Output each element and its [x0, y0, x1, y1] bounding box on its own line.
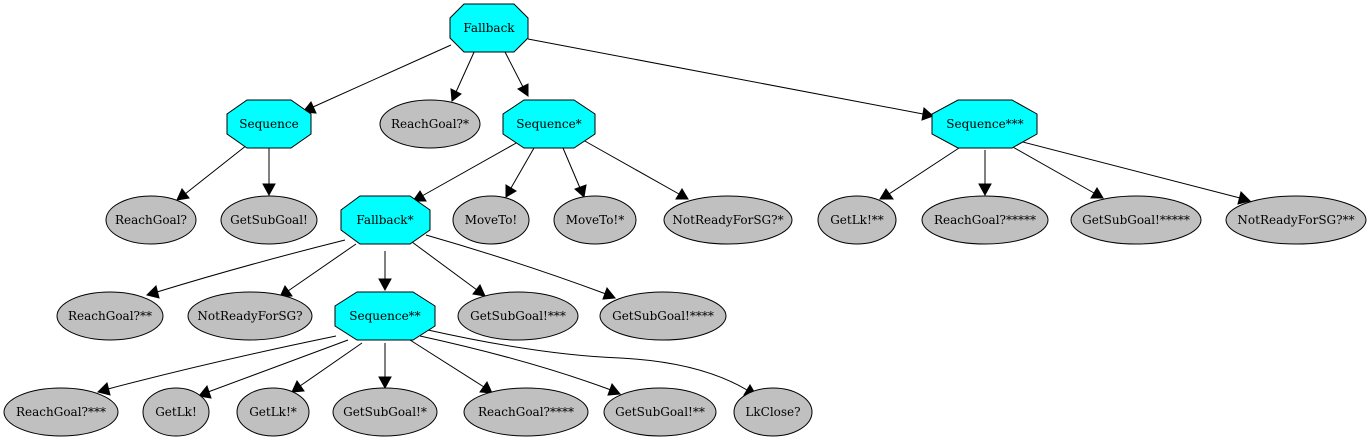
edge-sequence-3-to-getlk-2 [879, 147, 960, 200]
node-moveto-1[interactable]: MoveTo!* [553, 195, 637, 245]
node-label: ReachGoal?***** [934, 213, 1036, 227]
node-reachgoal-4[interactable]: ReachGoal?**** [463, 387, 589, 437]
edge-fallback-to-sequence-3 [527, 38, 934, 121]
node-getlk-1[interactable]: GetLk!* [236, 387, 310, 437]
node-sequence-2[interactable]: Sequence** [334, 291, 436, 341]
node-label: NotReadyForSG?* [672, 213, 783, 227]
node-getsubgoal-0[interactable]: GetSubGoal! [220, 195, 318, 245]
edge-sequence-1-to-moveto-1 [562, 147, 587, 198]
node-reachgoal-2[interactable]: ReachGoal?** [56, 291, 164, 341]
node-label: ReachGoal? [115, 213, 187, 227]
edge-sequence-2-to-reachgoal-4 [409, 339, 493, 394]
edge-fallback-1-to-sequence-2 [378, 251, 392, 292]
node-label: Fallback* [356, 213, 413, 227]
node-label: GetLk!* [249, 405, 297, 419]
edge-sequence-3-to-reachgoal-5 [978, 150, 992, 197]
node-sequence[interactable]: Sequence [226, 99, 312, 149]
edge-sequence-3-to-notready-2 [1014, 139, 1251, 205]
node-label: GetSubGoal!*** [470, 309, 566, 323]
edge-sequence-2-to-getsubgoal-2 [419, 335, 621, 396]
edge-sequence-to-getsubgoal [262, 148, 276, 197]
node-label: GetSubGoal!** [615, 405, 705, 419]
edge-sequence-1-to-notready-1 [582, 139, 689, 200]
node-label: ReachGoal?*** [16, 405, 106, 419]
edge-sequence-1-to-moveto [505, 147, 535, 198]
node-getsubgoal-1[interactable]: GetSubGoal!* [332, 387, 438, 437]
node-getlk-0[interactable]: GetLk! [142, 387, 210, 437]
nodes: Fallback Sequence Sequence* Sequence*** … [3, 3, 1367, 437]
edge-sequence-2-to-reachgoal-3 [97, 335, 337, 396]
node-label: LkClose? [745, 405, 800, 419]
node-getsubgoal-3[interactable]: GetSubGoal!*** [457, 291, 579, 341]
edge-sequence-to-reachgoal [176, 144, 248, 201]
edge-sequence-1-to-fallback-1 [412, 141, 519, 202]
edge-fallback-1-to-getsubgoal-3 [411, 241, 486, 297]
edge-fallback-to-sequence-1 [503, 49, 529, 97]
node-fallback-1[interactable]: Fallback* [340, 195, 431, 245]
node-label: Sequence [239, 117, 298, 131]
node-label: Sequence* [516, 117, 581, 131]
node-sequence-3[interactable]: Sequence*** [931, 99, 1038, 149]
edge-sequence-3-to-getsubgoal-5 [1010, 145, 1104, 199]
node-sequence-1[interactable]: Sequence* [502, 99, 596, 149]
node-label: MoveTo!* [566, 213, 625, 227]
node-label: NotReadyForSG?** [1237, 213, 1354, 227]
node-getlk-2[interactable]: GetLk!** [817, 195, 897, 245]
edge-fallback-1-to-getsubgoal-4 [425, 234, 616, 300]
node-lkclose[interactable]: LkClose? [733, 387, 813, 437]
node-label: GetSubGoal!***** [1082, 213, 1190, 227]
node-reachgoal-1[interactable]: ReachGoal?* [379, 99, 481, 149]
node-reachgoal-0[interactable]: ReachGoal? [105, 195, 197, 245]
node-reachgoal-5[interactable]: ReachGoal?***** [921, 195, 1049, 245]
node-label: Fallback [463, 21, 515, 35]
edge-fallback-to-reachgoal-1 [450, 49, 476, 102]
node-fallback[interactable]: Fallback [449, 3, 529, 53]
node-notreadyforsg-0[interactable]: NotReadyForSG? [187, 291, 313, 341]
node-label: Sequence*** [946, 117, 1023, 131]
node-label: GetSubGoal!* [343, 405, 427, 419]
node-getsubgoal-5[interactable]: GetSubGoal!***** [1070, 195, 1202, 245]
edge-sequence-2-to-getsubgoal-1 [378, 343, 392, 390]
node-moveto[interactable]: MoveTo! [452, 195, 530, 245]
node-label: ReachGoal?* [391, 117, 469, 131]
edge-sequence-2-to-getlk-1 [291, 342, 363, 393]
node-label: NotReadyForSG? [197, 309, 302, 323]
node-label: ReachGoal?** [68, 309, 152, 323]
node-getsubgoal-2[interactable]: GetSubGoal!** [603, 387, 717, 437]
node-label: GetSubGoal! [230, 213, 308, 227]
node-label: ReachGoal?**** [478, 405, 574, 419]
node-getsubgoal-4[interactable]: GetSubGoal!**** [599, 291, 727, 341]
node-notreadyforsg-1[interactable]: NotReadyForSG?* [663, 195, 793, 245]
edge-fallback-1-to-reachgoal-2 [146, 239, 346, 299]
node-label: Sequence** [349, 309, 420, 323]
edge-sequence-2-to-getlk-0 [198, 339, 349, 399]
edges [97, 38, 1251, 399]
node-label: MoveTo! [465, 213, 518, 227]
node-notreadyforsg-2[interactable]: NotReadyForSG?** [1225, 195, 1367, 245]
node-label: GetSubGoal!**** [612, 309, 714, 323]
node-label: GetLk!** [830, 213, 884, 227]
node-label: GetLk! [155, 405, 197, 419]
node-reachgoal-3[interactable]: ReachGoal?*** [3, 387, 119, 437]
